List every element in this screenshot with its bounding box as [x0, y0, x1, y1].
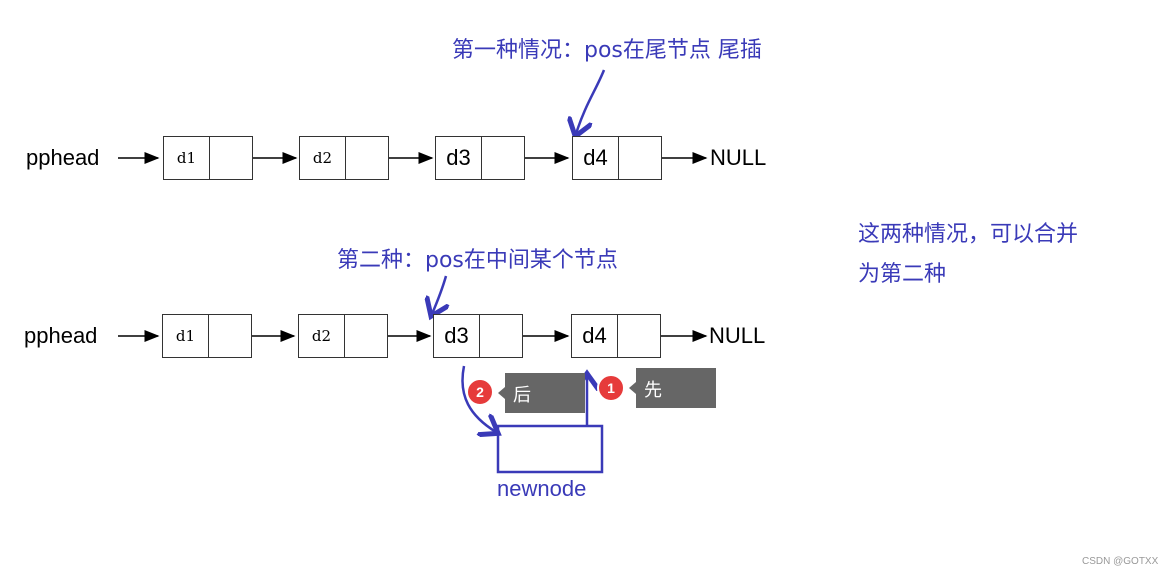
- pointer-case2: [432, 275, 446, 314]
- newnode-label: newnode: [497, 476, 587, 501]
- node-d2: d2: [299, 136, 389, 180]
- step-label: 先: [644, 380, 662, 401]
- newnode-box: [496, 424, 604, 474]
- node-d2-2: d2: [298, 314, 388, 358]
- head-label-2: pphead: [24, 323, 98, 348]
- null-label-1: NULL: [710, 145, 767, 170]
- step-tag-1: 先: [629, 368, 716, 408]
- node-data: d1: [164, 137, 210, 179]
- node-d3: d3: [435, 136, 525, 180]
- node-d4-2: d4: [571, 314, 661, 358]
- watermark: CSDN @GOTXX: [1082, 556, 1159, 567]
- link-d3-to-newnode: [461, 365, 496, 432]
- case2-annotation: 第二种：pos在中间某个节点: [337, 248, 618, 273]
- head-label-1: pphead: [26, 145, 100, 170]
- step-tag-2: 后: [498, 373, 585, 413]
- merge-note-line2: 为第二种: [858, 262, 947, 287]
- node-data: d1: [163, 315, 209, 357]
- node-d3-2: d3: [433, 314, 523, 358]
- step-label: 后: [513, 385, 531, 406]
- node-d1-2: d1: [162, 314, 252, 358]
- null-label-2: NULL: [709, 323, 766, 348]
- node-data: d3: [434, 315, 480, 357]
- node-data: d4: [572, 315, 618, 357]
- node-data: d2: [299, 315, 345, 357]
- merge-note-line1: 这两种情况，可以合并: [858, 222, 1079, 247]
- step-badge-2: 2: [466, 378, 494, 406]
- node-data: d4: [573, 137, 619, 179]
- node-d1: d1: [163, 136, 253, 180]
- node-data: d3: [436, 137, 482, 179]
- step-badge-1: 1: [597, 374, 625, 402]
- node-d4: d4: [572, 136, 662, 180]
- node-data: d2: [300, 137, 346, 179]
- case1-annotation: 第一种情况：pos在尾节点 尾插: [452, 38, 762, 63]
- pointer-case1: [576, 69, 606, 134]
